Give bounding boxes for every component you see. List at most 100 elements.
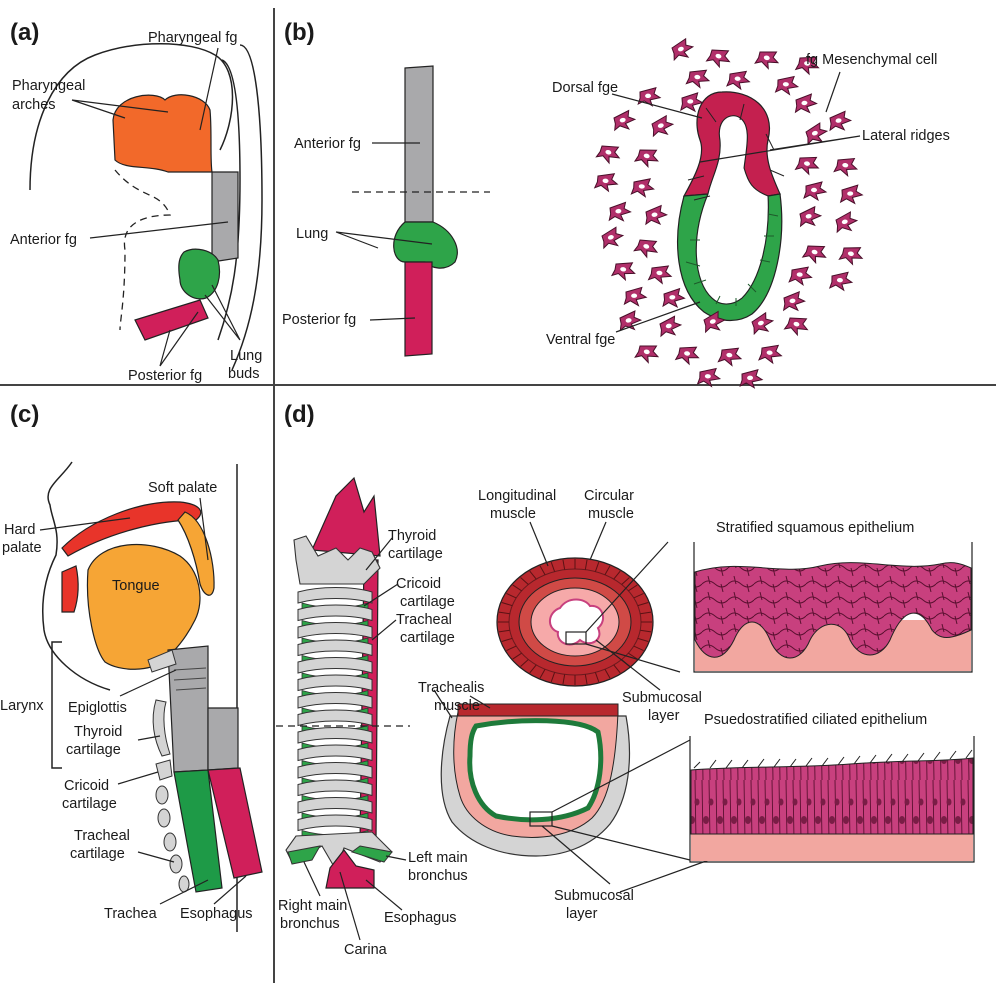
mesenchymal-cell — [624, 287, 647, 306]
label-trachea: Trachea — [104, 906, 158, 922]
posterior-fg-tube — [405, 262, 432, 356]
label-left-main-bronchus-2: bronchus — [408, 868, 468, 884]
label-d-cricoid-2: cartilage — [400, 594, 455, 610]
label-c-esophagus: Esophagus — [180, 906, 253, 922]
label-soft-palate: Soft palate — [148, 480, 217, 496]
label-left-main-bronchus-1: Left main — [408, 850, 468, 866]
mesenchymal-cell — [804, 182, 826, 200]
pseudostratified-epithelium — [691, 758, 973, 834]
tracheal-ring-cartilage — [298, 798, 372, 814]
mesenchymal-cell — [631, 178, 654, 197]
label-c-thyroid-1: Thyroid — [74, 724, 122, 740]
label-d-thyroid-1: Thyroid — [388, 528, 436, 544]
mesenchymal-cell — [635, 342, 661, 365]
mesenchymal-cell — [797, 206, 822, 228]
panel-b-letter: (b) — [284, 19, 315, 46]
mesenchymal-cell — [840, 185, 863, 204]
label-d-cricoid-1: Cricoid — [396, 576, 441, 592]
label-circular-2: muscle — [588, 506, 634, 522]
mesenchymal-cell — [612, 260, 637, 282]
mesenchymal-cell — [649, 115, 675, 138]
mesenchymal-cell — [827, 111, 852, 133]
mesenchymal-cell — [599, 226, 625, 250]
label-c-thyroid-2: cartilage — [66, 742, 121, 758]
label-b-lung: Lung — [296, 226, 328, 242]
pseudostratified-epithelium-panel — [690, 736, 974, 862]
mesenchymal-cell — [776, 76, 799, 95]
mesenchymal-cell — [608, 202, 632, 222]
mesenchymal-cell — [634, 236, 661, 260]
label-dorsal-fge: Dorsal fge — [552, 80, 618, 96]
esophagus-gray — [208, 708, 238, 770]
stratified-epithelium-panel — [694, 542, 972, 672]
label-submucosal-top-1: Submucosal — [622, 690, 702, 706]
mesenchymal-cell — [718, 346, 742, 367]
tracheal-ring-cartilage — [298, 728, 372, 744]
mesenchymal-cell — [595, 172, 619, 192]
mesenchymal-cell — [794, 94, 818, 115]
tracheal-ring-cartilage — [298, 588, 372, 604]
tracheal-ring-cartilage — [298, 658, 372, 674]
mesenchymal-cell — [795, 154, 820, 176]
tracheal-ring-cartilage — [298, 763, 372, 779]
mesenchymal-cell — [611, 110, 636, 132]
label-carina: Carina — [344, 942, 388, 958]
mesenchymal-cell — [648, 264, 672, 285]
label-circular-1: Circular — [584, 488, 634, 504]
label-c-cricoid-2: cartilage — [62, 796, 117, 812]
panel-d: (d) Thyroid cartilage Cricoid cartilage … — [276, 401, 974, 958]
mesenchymal-cell — [643, 205, 668, 226]
mesenchymal-cell — [834, 156, 859, 177]
label-posterior-fg: Posterior fg — [128, 368, 202, 384]
label-pharyngeal-fg: Pharyngeal fg — [148, 30, 237, 46]
label-trachealis-1: Trachealis — [418, 680, 484, 696]
lung-buds — [179, 249, 220, 299]
lower-lip — [62, 566, 78, 612]
mesenchymal-cell — [789, 266, 812, 285]
mesenchymal-cell — [698, 368, 721, 387]
mesenchymal-cell — [706, 46, 732, 70]
label-anterior-fg: Anterior fg — [10, 232, 77, 248]
label-d-thyroid-2: cartilage — [388, 546, 443, 562]
tracheal-ring-cartilage — [298, 623, 372, 639]
mesenchymal-cell — [669, 37, 696, 61]
mesenchymal-cell — [784, 314, 810, 338]
lung-tube — [394, 222, 458, 268]
label-larynx: Larynx — [0, 698, 44, 714]
label-right-main-bronchus-1: Right main — [278, 898, 347, 914]
tracheal-ring-cartilage — [298, 640, 372, 656]
label-epiglottis: Epiglottis — [68, 700, 127, 716]
mesenchymal-cell — [634, 146, 660, 169]
mesenchymal-cell — [727, 70, 750, 90]
label-right-main-bronchus-2: bronchus — [280, 916, 340, 932]
mesenchymal-cell — [759, 344, 782, 364]
label-stratified: Stratified squamous epithelium — [716, 520, 914, 536]
tracheal-ring-cartilage — [298, 605, 372, 621]
tracheal-ring-cartilage — [298, 675, 372, 691]
tracheal-ring-cartilage — [298, 693, 372, 709]
anterior-fg-region — [212, 172, 238, 262]
label-fg-mesenchymal-cell: fg Mesenchymal cell — [806, 52, 937, 68]
label-ventral-fge: Ventral fge — [546, 332, 615, 348]
label-submucosal-bottom-2: layer — [566, 906, 598, 922]
mesenchymal-cell — [662, 288, 685, 308]
panel-d-letter: (d) — [284, 401, 315, 428]
label-pharyngeal-arches-1: Pharyngeal — [12, 78, 85, 94]
label-b-posterior-fg: Posterior fg — [282, 312, 356, 328]
mesenchymal-cell — [749, 311, 776, 335]
mesenchymal-cell — [830, 272, 852, 290]
label-submucosal-top-2: layer — [648, 708, 680, 724]
trachea-cross-section — [441, 704, 629, 856]
label-longitudinal-2: muscle — [490, 506, 536, 522]
panel-b: (b) Anterior fg Lung Posterior fg Dorsal… — [282, 19, 950, 388]
panel-a: (a) Pharyngeal fg Pharyngeal arches Ante… — [10, 19, 262, 384]
mesenchymal-cell — [781, 291, 805, 312]
esophagus-top — [312, 478, 380, 556]
label-d-tracheal-2: cartilage — [400, 630, 455, 646]
trachealis-muscle-band — [458, 704, 618, 716]
anterior-fg-tube — [405, 66, 433, 222]
mesenchymal-cell — [596, 142, 622, 166]
mesenchymal-cell — [686, 68, 710, 89]
